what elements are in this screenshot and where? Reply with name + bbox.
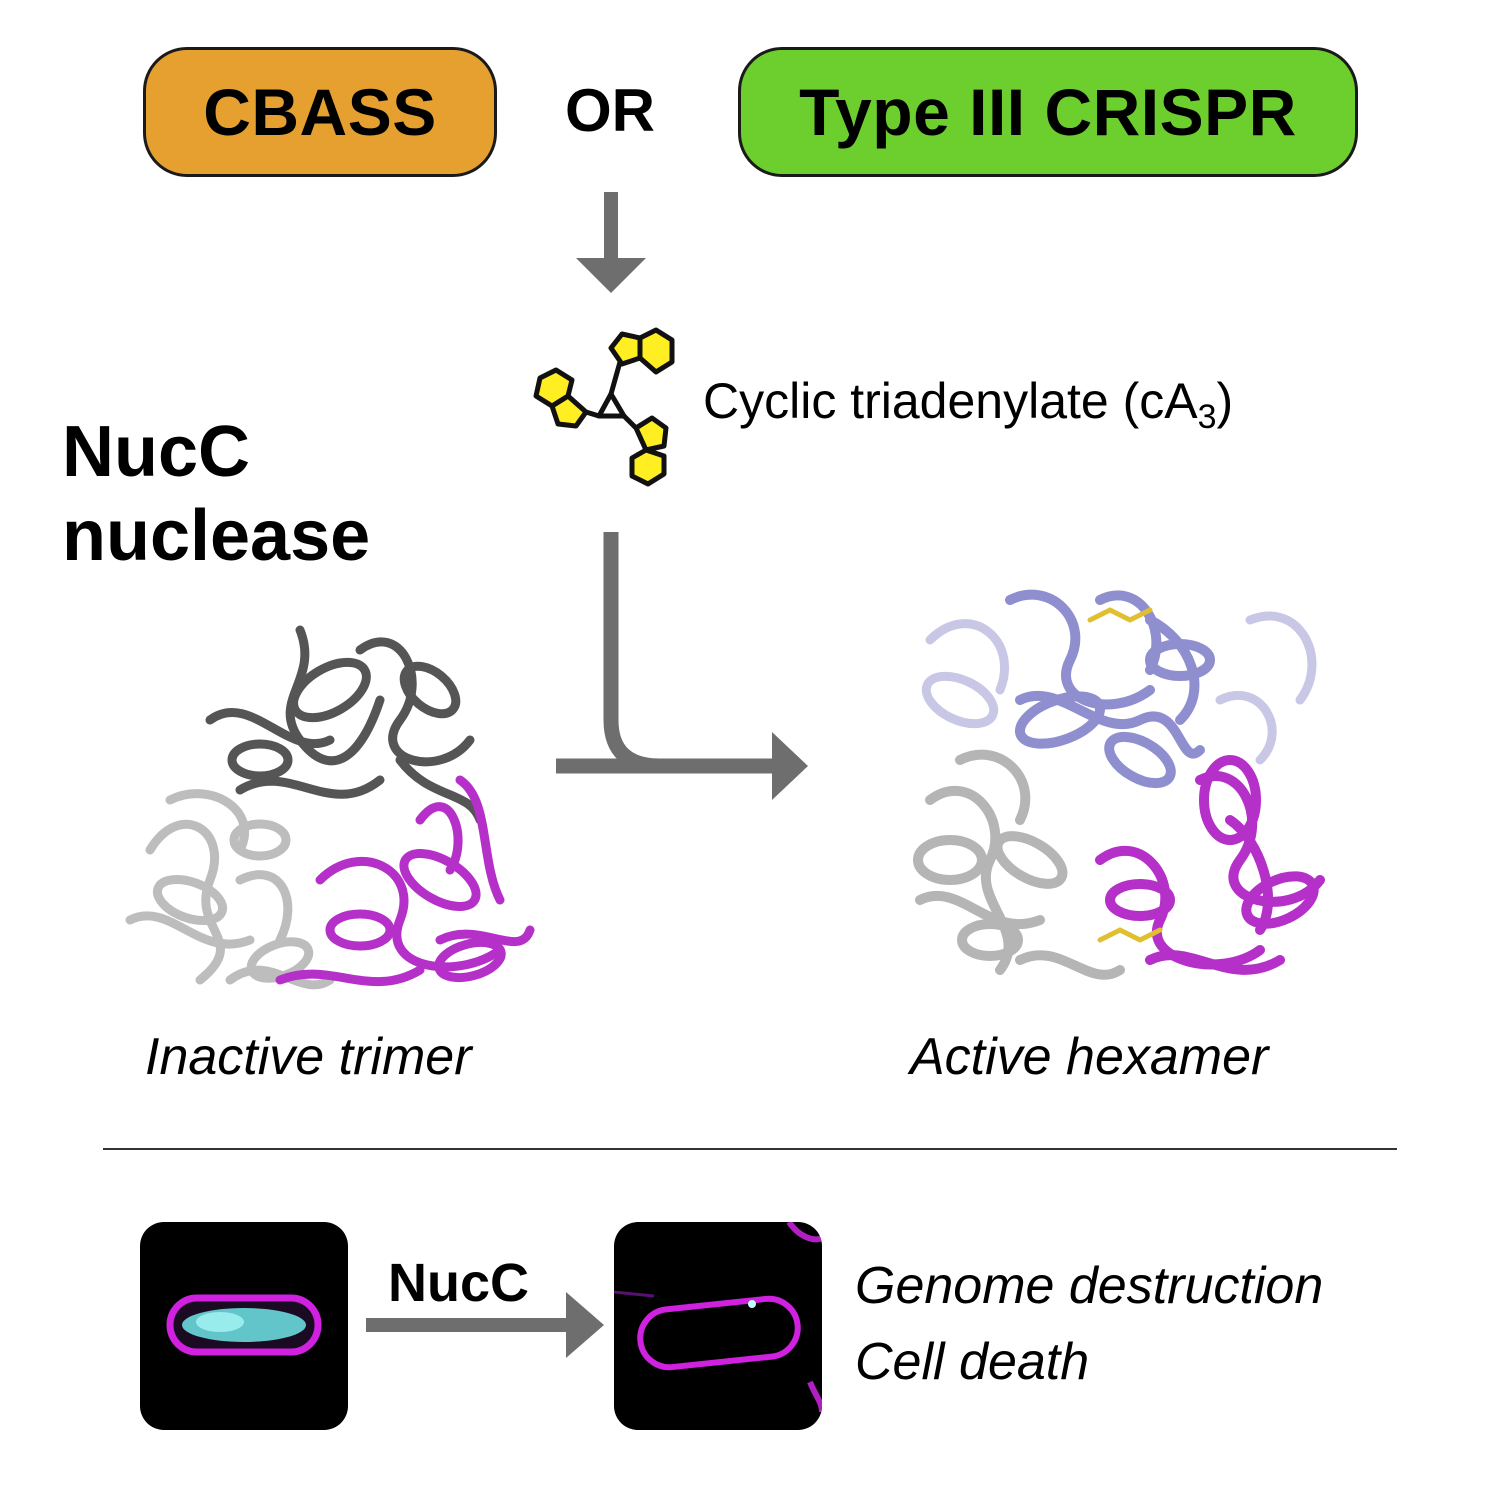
nucc-title-line1: NucC	[62, 412, 251, 492]
ca3-label-close: )	[1216, 373, 1234, 429]
inactive-trimer-caption: Inactive trimer	[145, 1028, 472, 1086]
or-label: OR	[565, 77, 655, 144]
destroyed-cell-image	[614, 1222, 822, 1413]
type-iii-crispr-box: Type III CRISPR	[738, 47, 1358, 177]
down-arrow	[576, 192, 646, 293]
inactive-trimer-structure	[125, 625, 535, 990]
outcome-cell-death: Cell death	[855, 1333, 1090, 1391]
cbass-label: CBASS	[203, 75, 437, 149]
microscopy-after-panel	[614, 1222, 822, 1430]
ca3-label-main: Cyclic triadenylate (cA	[703, 373, 1198, 429]
activation-arrow-head	[772, 732, 808, 800]
activation-arrow	[556, 532, 782, 774]
microscopy-before-panel	[140, 1222, 348, 1430]
active-hexamer-structure	[913, 589, 1325, 980]
ca3-label: Cyclic triadenylate (cA3)	[703, 372, 1233, 437]
nucc-nuclease-title: NucC nuclease	[62, 410, 370, 578]
type-iii-crispr-label: Type III CRISPR	[799, 75, 1297, 149]
active-hexamer-caption: Active hexamer	[910, 1028, 1269, 1086]
nucc-title-line2: nuclease	[62, 496, 371, 576]
cbass-box: CBASS	[143, 47, 497, 177]
nucc-arrow-label: NucC	[388, 1253, 530, 1313]
intact-cell-image	[166, 1294, 322, 1356]
section-divider	[103, 1148, 1397, 1150]
ca3-label-subscript: 3	[1197, 398, 1217, 436]
outcome-genome-destruction: Genome destruction	[855, 1257, 1324, 1315]
ca3-molecule-icon	[533, 327, 675, 487]
nucc-arrow	[366, 1292, 604, 1358]
